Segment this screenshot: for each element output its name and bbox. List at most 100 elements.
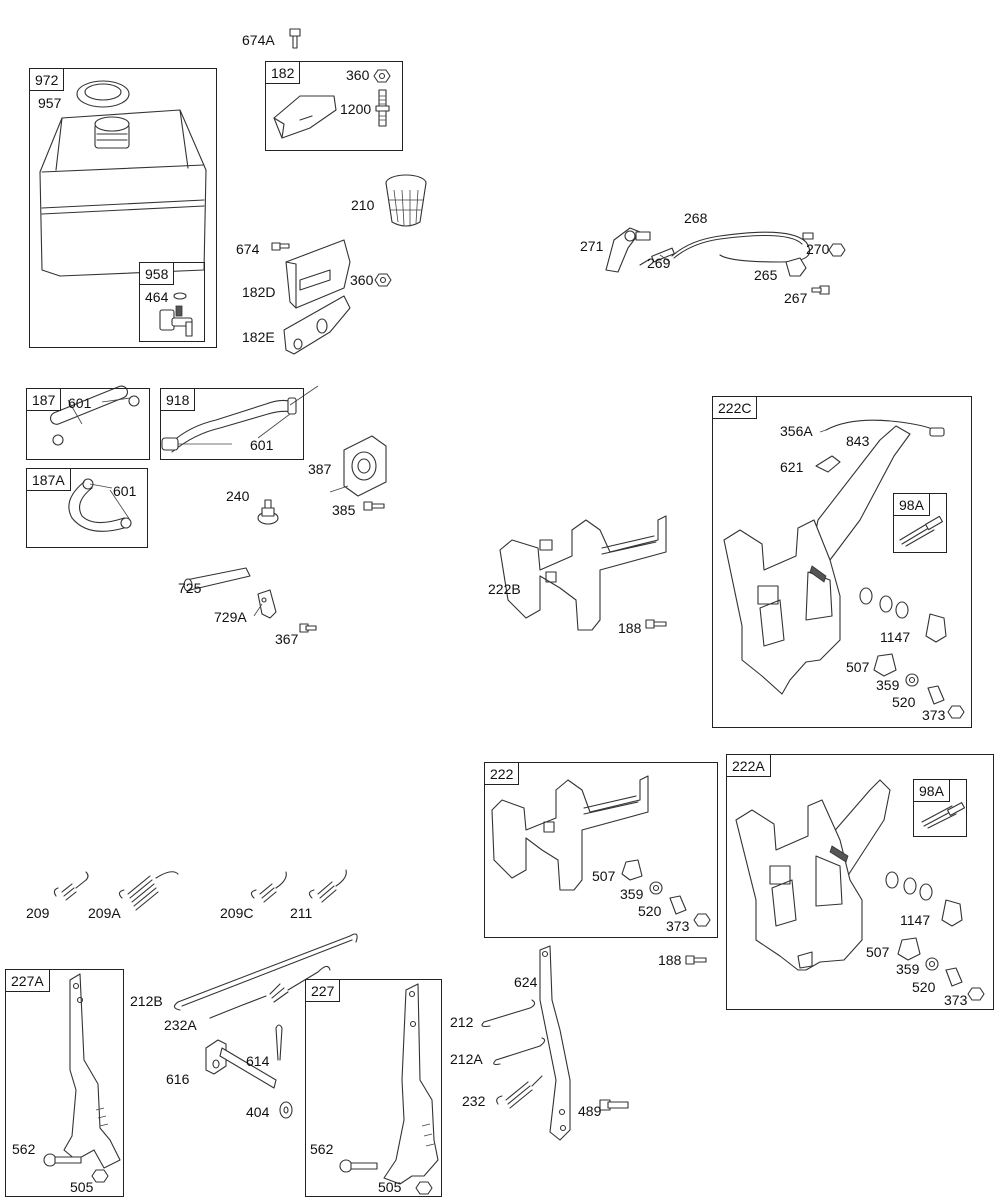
- callout-265: 265: [754, 267, 778, 283]
- box-label: 227: [305, 979, 341, 1002]
- callout-271: 271: [580, 238, 604, 254]
- callout-182e: 182E: [242, 329, 275, 345]
- clip-520a-icon: [927, 685, 945, 705]
- callout-210: 210: [351, 197, 375, 213]
- callout-725: 725: [178, 580, 202, 596]
- spring-232-icon: [496, 1075, 543, 1109]
- box-label: 227A: [5, 969, 50, 992]
- callout-843: 843: [846, 433, 870, 449]
- callout-356a: 356A: [780, 423, 813, 439]
- callout-616: 616: [166, 1071, 190, 1087]
- governor-link-212b-icon: [173, 933, 358, 1011]
- leader-lines: [67, 254, 827, 617]
- screw-188a-icon: [645, 619, 667, 629]
- callout-188b: 188: [658, 952, 682, 968]
- callout-387: 387: [308, 461, 332, 477]
- control-assembly-222a-icon: [735, 779, 891, 971]
- tube-725-icon: [183, 567, 251, 592]
- fuel-line-187-icon: [50, 385, 140, 446]
- callout-360b: 360: [350, 272, 374, 288]
- callout-373a: 373: [922, 707, 946, 723]
- nut-359c-icon: [925, 957, 939, 971]
- callout-367: 367: [275, 631, 299, 647]
- box-187a: 187A: [26, 468, 148, 548]
- box-label: 222C: [712, 396, 758, 419]
- box-918: 918: [160, 388, 304, 460]
- callout-507c: 507: [866, 944, 890, 960]
- callout-562b: 562: [310, 1141, 334, 1157]
- callout-404: 404: [246, 1104, 270, 1120]
- fuel-pump-387-icon: [343, 435, 387, 497]
- callout-1200: 1200: [340, 101, 372, 117]
- callout-209a: 209A: [88, 905, 121, 921]
- nut-373c-icon: [967, 987, 985, 1001]
- control-assembly-222c-icon: [723, 419, 945, 695]
- control-bracket-222-icon: [491, 775, 649, 891]
- clip-520b-icon: [669, 895, 687, 915]
- spring-209-icon: [53, 871, 89, 901]
- callout-209: 209: [26, 905, 50, 921]
- callout-729a: 729A: [214, 609, 247, 625]
- callout-232: 232: [462, 1093, 486, 1109]
- box-label: 972: [29, 68, 65, 91]
- callout-674: 674: [236, 241, 260, 257]
- spring-209a-icon: [118, 871, 179, 911]
- screw-674-icon: [271, 242, 290, 251]
- callout-360: 360: [346, 67, 370, 83]
- nut-360b-icon: [374, 273, 392, 287]
- clip-520c-icon: [945, 967, 963, 987]
- callout-520a: 520: [892, 694, 916, 710]
- box-label: 958: [139, 262, 175, 285]
- callout-359c: 359: [896, 961, 920, 977]
- fuel-valve-958-icon: [159, 305, 193, 337]
- box-227: 227: [305, 979, 442, 1197]
- fuel-line-187a-icon: [68, 478, 132, 532]
- box-958: 958: [139, 262, 205, 342]
- callout-505b: 505: [378, 1179, 402, 1195]
- spring-98a-b-icon: [921, 802, 966, 829]
- lever-616-icon: [205, 1039, 277, 1089]
- box-label: 222A: [726, 754, 771, 777]
- box-label: 187: [26, 388, 62, 411]
- clip-464-icon: [173, 292, 187, 300]
- nut-270-icon: [828, 243, 846, 257]
- spring-98a-icon: [899, 515, 943, 547]
- cable-clamp-265-icon: [785, 257, 807, 277]
- screw-562a-icon: [43, 1153, 82, 1167]
- nut-373a-icon: [947, 705, 965, 719]
- washers-222c-icon: [859, 587, 909, 619]
- callout-268: 268: [684, 210, 708, 226]
- callout-614: 614: [246, 1053, 270, 1069]
- callout-507b: 507: [592, 868, 616, 884]
- callout-212: 212: [450, 1014, 474, 1030]
- callout-359b: 359: [620, 886, 644, 902]
- nut-359b-icon: [649, 881, 663, 895]
- callout-222b: 222B: [488, 581, 521, 597]
- callout-212b: 212B: [130, 993, 163, 1009]
- screw-674a-icon: [289, 28, 301, 49]
- callout-562a: 562: [12, 1141, 36, 1157]
- nut-505b-icon: [415, 1181, 433, 1195]
- throttle-lever-271-icon: [605, 227, 651, 273]
- link-624-icon: [539, 945, 571, 1141]
- callout-212a: 212A: [450, 1051, 483, 1067]
- clip-1147b-icon: [941, 899, 963, 927]
- spring-209c-icon: [250, 871, 287, 903]
- callout-464: 464: [145, 289, 169, 305]
- callout-267: 267: [784, 290, 808, 306]
- callout-359a: 359: [876, 677, 900, 693]
- box-222: 222: [484, 762, 718, 938]
- box-label: 187A: [26, 468, 71, 491]
- callout-209c: 209C: [220, 905, 254, 921]
- clip-507a-icon: [873, 653, 897, 677]
- nut-373b-icon: [693, 913, 711, 927]
- callout-188a: 188: [618, 620, 642, 636]
- box-label: 918: [160, 388, 196, 411]
- callout-385: 385: [332, 502, 356, 518]
- box-222a: 222A: [726, 754, 994, 1010]
- callout-520c: 520: [912, 979, 936, 995]
- washer-404-icon: [279, 1101, 293, 1119]
- callout-373b: 373: [666, 918, 690, 934]
